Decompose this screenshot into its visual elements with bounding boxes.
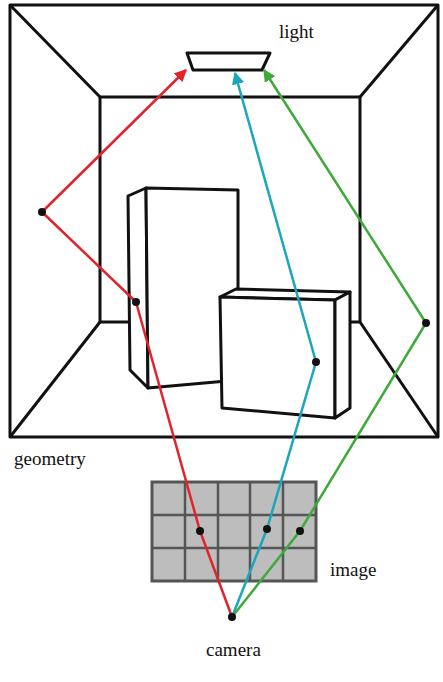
hit-point <box>422 319 430 327</box>
room-edge <box>10 5 100 97</box>
room-outline <box>10 5 438 437</box>
camera-point <box>228 613 236 621</box>
ray <box>42 70 232 617</box>
image-plane <box>152 482 316 581</box>
room <box>10 5 438 437</box>
room-edge <box>10 322 100 437</box>
box-face <box>220 297 335 418</box>
label: camera <box>206 640 261 661</box>
label: image <box>330 560 376 581</box>
pixel-point <box>296 527 304 535</box>
rays <box>42 70 426 617</box>
room-edge <box>360 322 438 437</box>
cube <box>220 289 350 418</box>
pixel-point <box>263 525 271 533</box>
hit-point <box>38 208 46 216</box>
pixel-lines <box>152 482 316 581</box>
hit-point <box>132 298 140 306</box>
label: light <box>279 22 314 43</box>
hit-point <box>312 358 320 366</box>
hit-points <box>38 208 430 621</box>
label: geometry <box>14 449 86 470</box>
pixel-point <box>196 527 204 535</box>
room-edge <box>360 5 438 97</box>
ray <box>232 70 426 617</box>
light-fixture <box>187 53 270 70</box>
ray <box>232 73 316 617</box>
box-face <box>335 292 350 418</box>
image-grid <box>152 482 316 581</box>
